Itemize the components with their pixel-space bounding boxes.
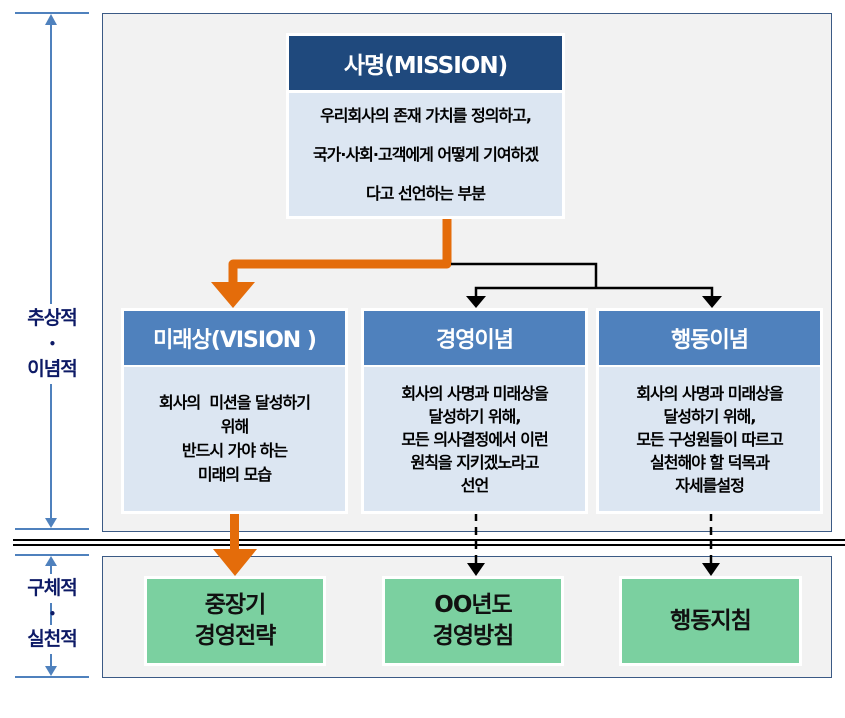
vision-body: 회사의 미션을 달성하기 위해 반드시 가야 하는 미래의 모습 (124, 367, 345, 511)
mission-title: 사명(MISSION) (343, 53, 508, 79)
output-line: 경영방침 (432, 623, 515, 649)
management-philosophy-line: 원칙을 지키겠노라고 (410, 452, 539, 472)
side-label-abstract-line2: 이념적 (27, 358, 77, 380)
output-annual-policy: OO년도 경영방침 (382, 576, 564, 666)
mission-line: 우리회사의 존재 가치를 정의하고, (320, 106, 532, 125)
conduct-philosophy-line: 실천해야 할 덕목과 (650, 452, 770, 472)
conduct-philosophy-line: 달성하기 위해, (663, 406, 757, 426)
vision-line: 반드시 가야 하는 (181, 441, 288, 460)
conduct-philosophy-header: 행동이념 (599, 311, 820, 365)
vision-header: 미래상(VISION ) (124, 311, 345, 365)
side-label-concrete-line2: 실천적 (8, 625, 96, 654)
management-philosophy-box: 경영이념 회사의 사명과 미래상을 달성하기 위해, 모든 의사결정에서 이런 … (361, 308, 588, 514)
mission-box: 사명(MISSION) 우리회사의 존재 가치를 정의하고, 국가·사회·고객에… (286, 33, 565, 219)
conduct-philosophy-line: 모든 구성원들이 따르고 (636, 429, 783, 449)
ruler-upper-bottom-tick (15, 528, 89, 530)
mission-line: 다고 선언하는 부분 (366, 184, 486, 203)
management-philosophy-body: 회사의 사명과 미래상을 달성하기 위해, 모든 의사결정에서 이런 원칙을 지… (364, 367, 585, 511)
ruler-top-tick (15, 12, 89, 14)
ruler-lower-bottom-tick (15, 676, 89, 678)
conduct-philosophy-line: 회사의 사명과 미래상을 (636, 383, 783, 403)
vision-line: 위해 (220, 417, 249, 436)
separator-line-top (13, 539, 845, 541)
management-philosophy-line: 선언 (460, 475, 489, 495)
management-philosophy-line: 회사의 사명과 미래상을 (401, 383, 548, 403)
conduct-philosophy-body: 회사의 사명과 미래상을 달성하기 위해, 모든 구성원들이 따르고 실천해야 … (599, 367, 820, 511)
management-philosophy-line: 달성하기 위해, (428, 406, 522, 426)
management-philosophy-title: 경영이념 (436, 328, 514, 353)
mission-line: 국가·사회·고객에게 어떻게 기여하겠 (312, 145, 539, 164)
ruler-lower-axis (50, 558, 52, 674)
output-line: 중장기 (204, 592, 266, 618)
conduct-philosophy-title: 행동이념 (671, 328, 749, 353)
mission-body: 우리회사의 존재 가치를 정의하고, 국가·사회·고객에게 어떻게 기여하겠 다… (289, 93, 562, 216)
conduct-philosophy-line: 자세를설정 (675, 475, 745, 495)
mission-header: 사명(MISSION) (289, 36, 562, 90)
side-label-concrete: 구체적 • 실천적 (8, 574, 96, 654)
vision-box: 미래상(VISION ) 회사의 미션을 달성하기 위해 반드시 가야 하는 미… (121, 308, 348, 514)
side-label-concrete-dot: • (48, 607, 57, 621)
output-long-term-strategy: 중장기 경영전략 (144, 576, 326, 666)
side-label-abstract-dot: • (48, 337, 57, 351)
output-line: OO년도 (434, 592, 512, 618)
side-label-concrete-line1: 구체적 (8, 574, 96, 603)
conduct-philosophy-box: 행동이념 회사의 사명과 미래상을 달성하기 위해, 모든 구성원들이 따르고 … (596, 308, 823, 514)
output-line: 행동지침 (670, 607, 752, 634)
management-philosophy-header: 경영이념 (364, 311, 585, 365)
side-label-abstract: 추상적 • 이념적 (8, 304, 96, 384)
ruler-lower-top-tick (15, 554, 89, 556)
vision-line: 회사의 미션을 달성하기 (159, 393, 311, 412)
output-line: 경영전략 (194, 623, 277, 649)
output-code-of-conduct: 행동지침 (619, 576, 802, 666)
ruler-upper-axis (50, 16, 52, 526)
vision-title: 미래상(VISION ) (153, 328, 317, 353)
side-label-abstract-line1: 추상적 (27, 307, 77, 329)
separator-line-bottom (13, 544, 845, 546)
management-philosophy-line: 모든 의사결정에서 이런 (401, 429, 548, 449)
vision-line: 미래의 모습 (197, 465, 272, 484)
